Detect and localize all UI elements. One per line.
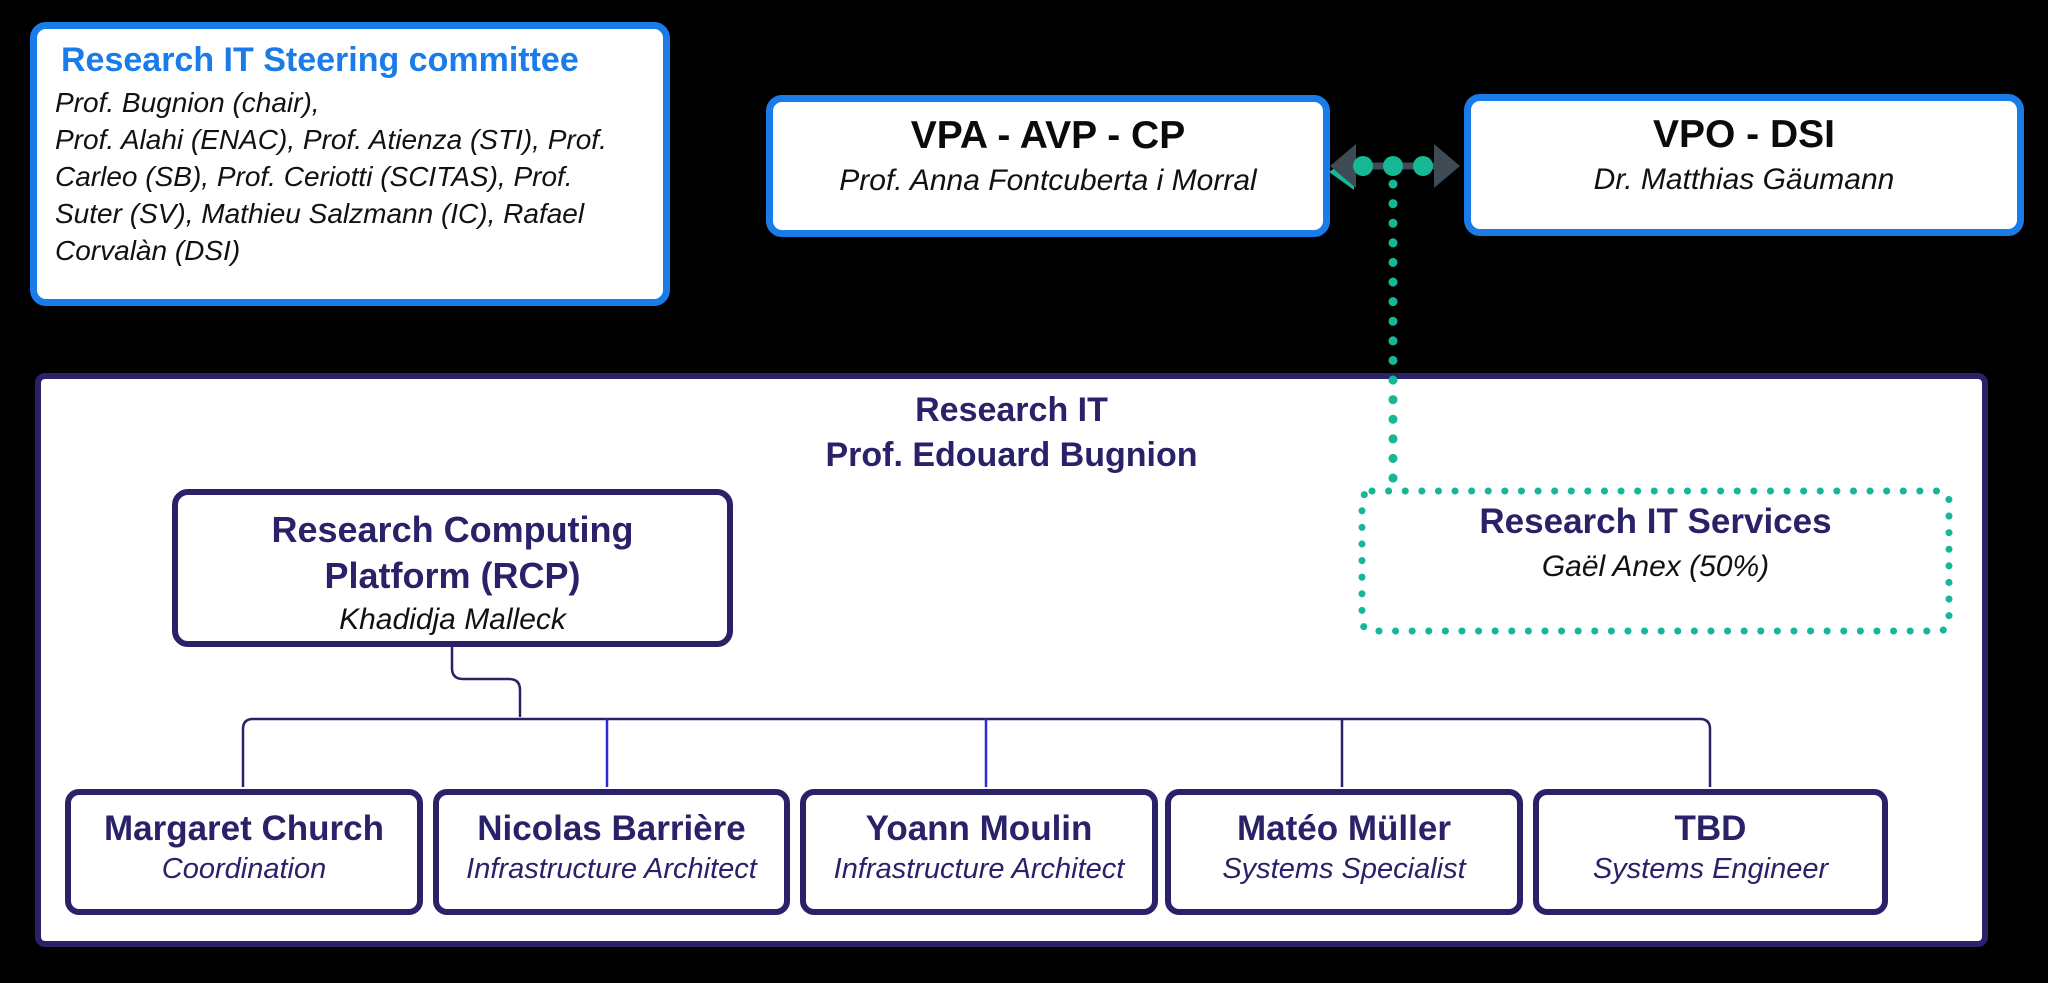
rcp-title: Research Computing Platform (RCP) — [271, 509, 634, 596]
team-member-role: Systems Engineer — [1592, 853, 1829, 885]
team-box-tbd: TBD Systems Engineer — [1533, 789, 1888, 915]
research-it-title: Research IT Prof. Edouard Bugnion — [35, 388, 1988, 478]
vpa-vpo-double-arrow-icon — [1329, 144, 1460, 190]
team-box-margaret-church: Margaret Church Coordination — [65, 789, 423, 915]
vpa-avp-cp-box: VPA - AVP - CP Prof. Anna Fontcuberta i … — [766, 95, 1330, 237]
steering-committee-title: Research IT Steering committee — [61, 41, 579, 79]
team-member-role: Systems Specialist — [1222, 853, 1466, 885]
team-member-role: Infrastructure Architect — [833, 853, 1125, 885]
research-it-title-line2: Prof. Edouard Bugnion — [825, 436, 1198, 474]
team-box-nicolas-barriere: Nicolas Barrière Infrastructure Architec… — [433, 789, 790, 915]
vpa-avp-cp-title: VPA - AVP - CP — [910, 114, 1186, 157]
vpo-dsi-name: Dr. Matthias Gäumann — [1593, 163, 1895, 196]
rcp-box: Research Computing Platform (RCP) Khadid… — [172, 489, 733, 647]
research-it-title-line1: Research IT — [915, 391, 1108, 429]
team-member-name: Matéo Müller — [1237, 809, 1451, 848]
research-it-services-name: Gaël Anex (50%) — [1541, 550, 1770, 583]
vpa-avp-cp-name: Prof. Anna Fontcuberta i Morral — [839, 164, 1257, 197]
team-member-name: Nicolas Barrière — [477, 809, 746, 848]
research-it-services-box: Research IT Services Gaël Anex (50%) — [1357, 486, 1954, 636]
vpo-dsi-title: VPO - DSI — [1652, 113, 1836, 156]
team-member-role: Infrastructure Architect — [466, 853, 757, 885]
team-member-name: Yoann Moulin — [865, 809, 1093, 848]
research-it-services-title: Research IT Services — [1479, 502, 1832, 541]
steering-committee-box: Research IT Steering committee Prof. Bug… — [30, 22, 670, 306]
team-member-role: Coordination — [161, 853, 327, 885]
vpo-dsi-box: VPO - DSI Dr. Matthias Gäumann — [1464, 94, 2024, 236]
team-member-name: TBD — [1674, 809, 1747, 848]
rcp-name: Khadidja Malleck — [339, 603, 566, 636]
steering-committee-members: Prof. Bugnion (chair), Prof. Alahi (ENAC… — [55, 87, 607, 266]
team-box-yoann-moulin: Yoann Moulin Infrastructure Architect — [800, 789, 1158, 915]
team-member-name: Margaret Church — [103, 809, 385, 848]
team-box-mateo-muller: Matéo Müller Systems Specialist — [1165, 789, 1523, 915]
